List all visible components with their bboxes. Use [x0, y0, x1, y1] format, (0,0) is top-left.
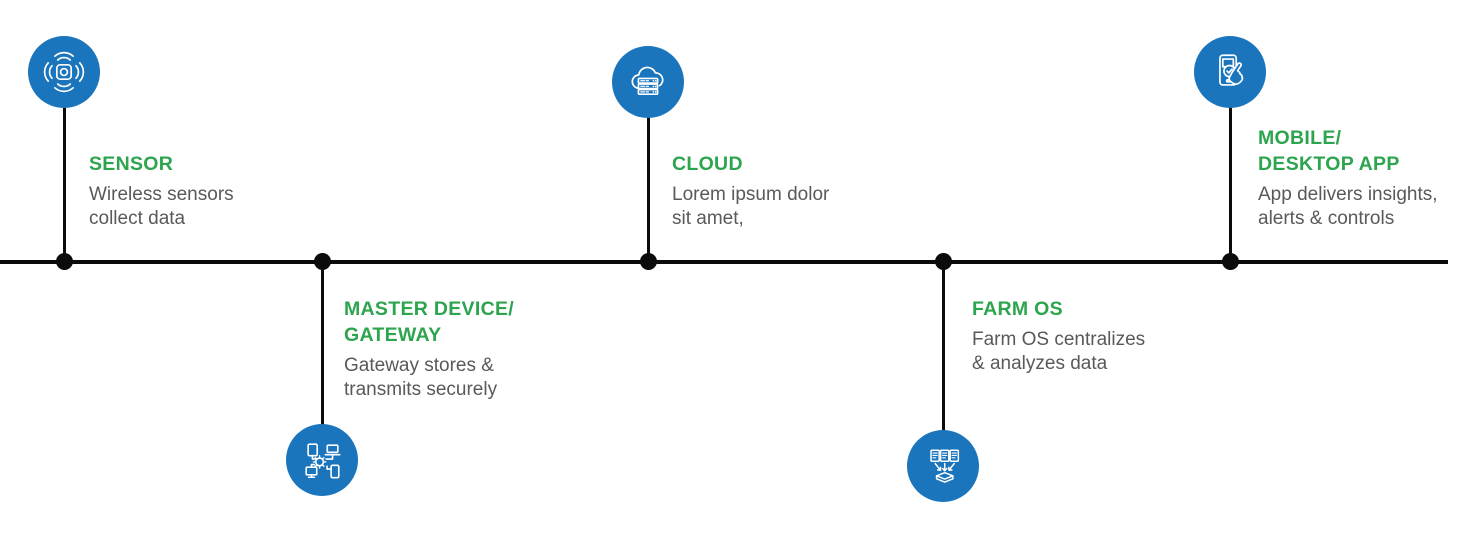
- step-title-line: MOBILE/: [1258, 127, 1342, 149]
- data-aggregation-icon: [907, 430, 979, 502]
- step-title: MASTER DEVICE/ GATEWAY: [344, 296, 514, 348]
- step-title-line: SENSOR: [89, 153, 174, 175]
- mobile-tap-icon: [1194, 36, 1266, 108]
- step-mobile-desktop-app: MOBILE/ DESKTOP APP App delivers insight…: [1258, 125, 1438, 231]
- connector-line: [942, 262, 945, 432]
- step-title-line: FARM OS: [972, 298, 1063, 320]
- step-title-line: MASTER DEVICE/: [344, 298, 514, 320]
- step-title-line: GATEWAY: [344, 324, 442, 346]
- step-title-line: CLOUD: [672, 153, 743, 175]
- connected-devices-gateway-icon: [286, 424, 358, 496]
- connector-line: [647, 114, 650, 262]
- step-title-line: DESKTOP APP: [1258, 153, 1400, 175]
- step-master-device-gateway: MASTER DEVICE/ GATEWAY Gateway stores & …: [344, 296, 514, 402]
- cloud-server-icon: [612, 46, 684, 118]
- step-description: Wireless sensors collect data: [89, 183, 234, 231]
- step-description-line: & analyzes data: [972, 353, 1108, 374]
- connector-line: [63, 104, 66, 262]
- wireless-sensor-icon: [28, 36, 100, 108]
- step-description-line: collect data: [89, 208, 186, 229]
- timeline-node-dot: [935, 253, 952, 270]
- step-description-line: Farm OS centralizes: [972, 329, 1146, 350]
- step-description: Farm OS centralizes & analyzes data: [972, 328, 1145, 376]
- step-description: App delivers insights, alerts & controls: [1258, 183, 1438, 231]
- step-title: SENSOR: [89, 151, 234, 177]
- step-title: MOBILE/ DESKTOP APP: [1258, 125, 1438, 177]
- step-description: Gateway stores & transmits securely: [344, 354, 514, 402]
- step-description-line: Wireless sensors: [89, 184, 234, 205]
- step-description-line: App delivers insights,: [1258, 184, 1438, 205]
- step-description: Lorem ipsum dolor sit amet,: [672, 183, 829, 231]
- step-title: FARM OS: [972, 296, 1145, 322]
- timeline-axis: [0, 260, 1448, 264]
- step-description-line: sit amet,: [672, 208, 744, 229]
- step-title: CLOUD: [672, 151, 829, 177]
- timeline-node-dot: [314, 253, 331, 270]
- step-description-line: transmits securely: [344, 379, 498, 400]
- step-description-line: Lorem ipsum dolor: [672, 184, 830, 205]
- step-farm-os: FARM OS Farm OS centralizes & analyzes d…: [972, 296, 1145, 376]
- step-description-line: alerts & controls: [1258, 208, 1395, 229]
- step-sensor: SENSOR Wireless sensors collect data: [89, 151, 234, 231]
- step-cloud: CLOUD Lorem ipsum dolor sit amet,: [672, 151, 829, 231]
- connector-line: [1229, 106, 1232, 262]
- connector-line: [321, 262, 324, 426]
- step-description-line: Gateway stores &: [344, 355, 494, 376]
